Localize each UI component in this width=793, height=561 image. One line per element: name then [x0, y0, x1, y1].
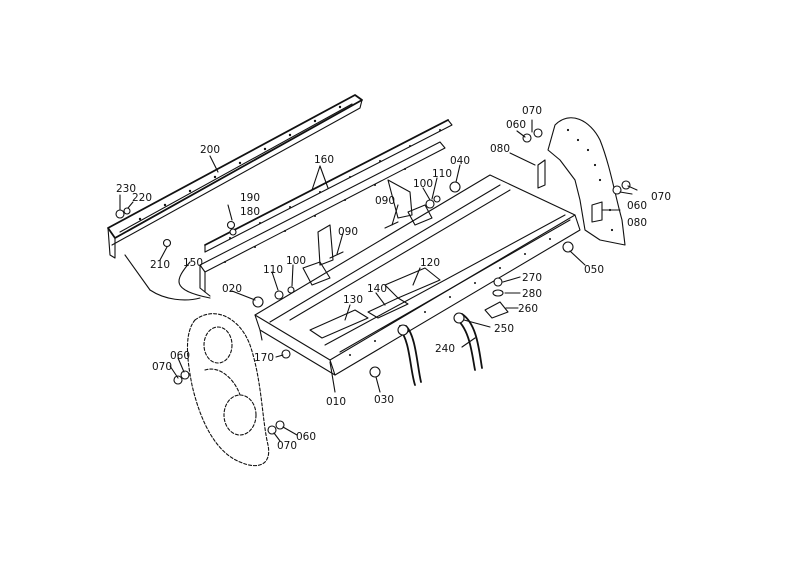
label-010: 010 [326, 396, 346, 408]
bracket-mid [387, 179, 413, 219]
label-200: 200 [200, 144, 220, 156]
label-060-bottom: 060 [296, 431, 316, 443]
nut-220 [123, 207, 131, 215]
bolt-270 [493, 277, 503, 287]
label-160: 160 [314, 154, 334, 166]
nut-070-top [533, 128, 543, 138]
label-060-left: 060 [170, 350, 190, 362]
label-240: 240 [435, 343, 455, 355]
bracket-left [317, 224, 334, 266]
label-110-b: 110 [263, 264, 283, 276]
label-100-a: 100 [413, 178, 433, 190]
washer-060-right [612, 185, 622, 195]
label-050: 050 [584, 264, 604, 276]
part-labels: 070 060 080 200 160 040 110 100 230 220 … [116, 105, 671, 452]
label-070-top: 070 [522, 105, 542, 117]
clamp-260 [484, 301, 509, 319]
plate-140 [367, 297, 409, 319]
label-150: 150 [183, 257, 203, 269]
washer-060-left [180, 370, 190, 380]
nut-110-b [274, 290, 284, 300]
bolt-040 [449, 181, 461, 193]
clip-mid [407, 204, 433, 226]
label-190: 190 [240, 192, 260, 204]
label-120: 120 [420, 257, 440, 269]
label-110-a: 110 [432, 168, 452, 180]
bolt-030 [369, 366, 381, 378]
bracket-080-top [537, 159, 546, 189]
label-060-right: 060 [627, 200, 647, 212]
bolt-090-b [329, 251, 344, 259]
label-180: 180 [240, 206, 260, 218]
plate-120 [384, 267, 441, 299]
guide-rail-200 [107, 94, 363, 259]
label-040: 040 [450, 155, 470, 167]
bolt-190 [226, 220, 236, 230]
bracket-080-right [591, 201, 603, 223]
nut-110-a [425, 199, 435, 209]
bolt-170 [281, 349, 291, 359]
label-080-top: 080 [490, 143, 510, 155]
label-070-left: 070 [152, 361, 172, 373]
label-270: 270 [522, 272, 542, 284]
label-260: 260 [518, 303, 538, 315]
label-210: 210 [150, 259, 170, 271]
back-plate-150 [199, 141, 446, 297]
clip-left [302, 261, 331, 286]
washer-180 [229, 228, 237, 236]
label-020: 020 [222, 283, 242, 295]
washer-060-bottom [275, 420, 285, 430]
plate-130 [309, 309, 369, 339]
label-280: 280 [522, 288, 542, 300]
right-end-plate [537, 117, 626, 246]
label-130: 130 [343, 294, 363, 306]
nut-070-bottom [267, 425, 277, 435]
bolt-020 [252, 296, 264, 308]
bolt-210 [162, 238, 172, 248]
label-090-a: 090 [375, 195, 395, 207]
label-060-top: 060 [506, 119, 526, 131]
washer-230 [115, 209, 125, 219]
label-170: 170 [254, 352, 274, 364]
label-070-right: 070 [651, 191, 671, 203]
washer-060-top [522, 133, 532, 143]
label-230: 230 [116, 183, 136, 195]
washer-100-b [287, 286, 295, 294]
washer-100-a [433, 195, 441, 203]
label-220: 220 [132, 192, 152, 204]
label-140: 140 [367, 283, 387, 295]
label-080-right: 080 [627, 217, 647, 229]
hoses-240 [397, 312, 483, 386]
main-frame-010 [254, 174, 581, 376]
label-030: 030 [374, 394, 394, 406]
label-250: 250 [494, 323, 514, 335]
nut-070-left [173, 375, 183, 385]
label-090-b: 090 [338, 226, 358, 238]
washer-280 [492, 289, 504, 297]
label-070-bottom: 070 [277, 440, 297, 452]
nut-070-right [621, 180, 631, 190]
label-100-b: 100 [286, 255, 306, 267]
gear-case-cover [186, 313, 270, 467]
leader-lines [119, 119, 638, 442]
bolt-050 [562, 241, 574, 253]
